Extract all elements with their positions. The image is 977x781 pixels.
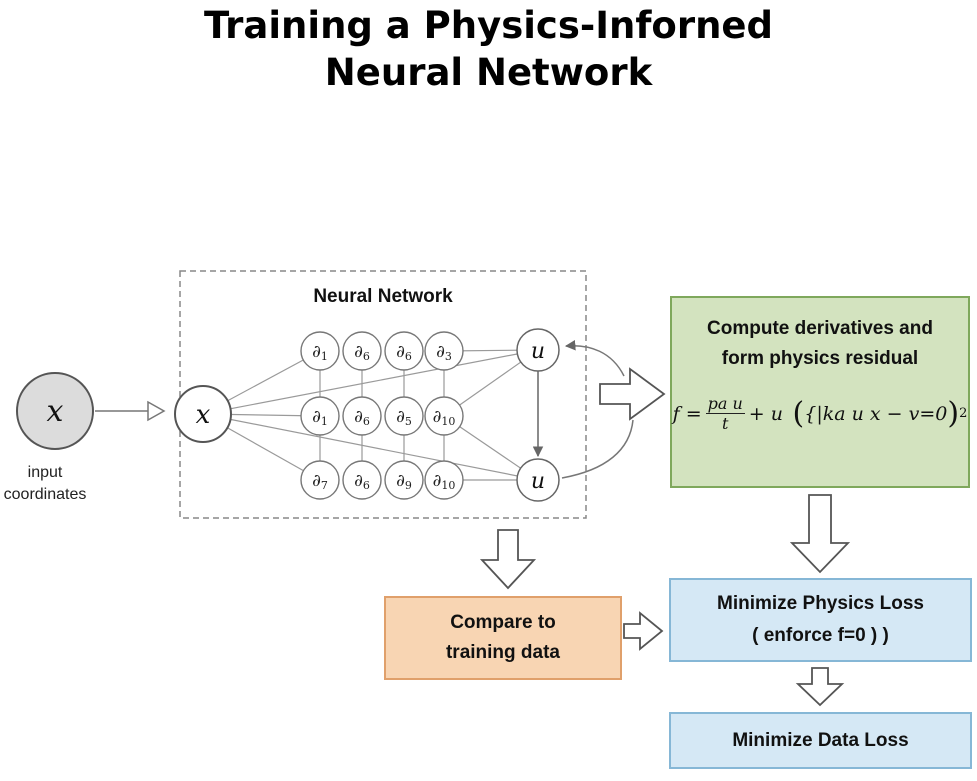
hidden-neuron: ∂10	[424, 460, 464, 500]
physics-loss-line-2: ( enforce f=0 ) )	[752, 625, 889, 646]
input-label-line-1: input	[27, 464, 63, 481]
hidden-neuron-label: ∂9	[396, 471, 412, 492]
hidden-neuron: ∂7	[300, 460, 340, 500]
data-loss-label: Minimize Data Loss	[732, 729, 909, 751]
compare-line-1: Compare to	[450, 612, 556, 633]
hidden-neuron-label: ∂6	[354, 407, 370, 428]
equation-lhs: f =	[672, 402, 702, 425]
hidden-neuron-label: ∂10	[433, 407, 456, 428]
equation-denominator: t	[721, 414, 729, 433]
arrow-network-to-compare	[479, 529, 537, 590]
hidden-neuron-label: ∂6	[354, 342, 370, 363]
network-input-symbol: x	[196, 400, 211, 430]
network-frame	[179, 270, 587, 519]
derivatives-line-1: Compute derivatives and	[707, 318, 933, 339]
arrow-derivatives-to-physics	[789, 494, 851, 574]
derivatives-box: Compute derivatives and form physics res…	[670, 296, 970, 488]
input-arrow	[95, 400, 166, 422]
physics-loss-box: Minimize Physics Loss ( enforce f=0 ) )	[669, 578, 972, 662]
hidden-neuron: ∂1	[300, 396, 340, 436]
input-node	[16, 372, 94, 450]
equation-exponent: 2	[959, 406, 968, 421]
output-neuron-bottom-symbol: u	[531, 469, 545, 494]
diagram-title: Training a Physics-Inforned Neural Netwo…	[0, 2, 977, 96]
edge-input-to-output-top	[202, 349, 539, 415]
equation-middle: + u	[748, 402, 783, 425]
equation-paren-content: {|ka u x − v=0	[804, 402, 948, 425]
input-node-symbol: x	[47, 394, 64, 429]
feedback-curve-bottom	[561, 419, 634, 479]
hidden-neuron: ∂3	[424, 331, 464, 371]
hidden-neuron: ∂10	[424, 396, 464, 436]
data-loss-box: Minimize Data Loss	[669, 712, 972, 769]
hidden-neuron: ∂6	[342, 460, 382, 500]
input-label-line-2: coordinates	[3, 486, 87, 503]
output-neuron-top-symbol: u	[531, 339, 545, 364]
equation-close-paren: )	[947, 396, 960, 431]
arrow-to-derivatives	[599, 367, 666, 421]
hidden-neuron-label: ∂6	[354, 471, 370, 492]
derivatives-line-2: form physics residual	[721, 348, 919, 369]
hidden-neuron-label: ∂1	[312, 342, 328, 363]
physics-loss-line-1: Minimize Physics Loss	[717, 593, 924, 614]
equation-fraction: pa u t	[705, 394, 745, 433]
title-line-1: Training a Physics-Inforned	[203, 4, 774, 47]
hidden-neuron: ∂6	[342, 331, 382, 371]
hidden-neuron-label: ∂10	[433, 471, 456, 492]
equation-open-paren: (	[783, 396, 805, 431]
hidden-neuron: ∂6	[342, 396, 382, 436]
input-label: input coordinates	[0, 462, 90, 506]
physics-equation: f = pa u t + u ( {|ka u x − v=0 ) 2	[673, 394, 968, 433]
hidden-neuron-label: ∂7	[312, 471, 328, 492]
hidden-neuron-label: ∂5	[396, 407, 412, 428]
hidden-neuron: ∂1	[300, 331, 340, 371]
compare-line-2: training data	[445, 642, 560, 663]
hidden-neuron-label: ∂6	[396, 342, 412, 363]
equation-numerator: pa u	[705, 394, 745, 414]
network-label: Neural Network	[313, 286, 453, 307]
hidden-neuron-label: ∂1	[312, 407, 328, 428]
network-input-neuron	[174, 385, 232, 443]
feedback-curve-top	[564, 339, 625, 377]
hidden-neuron-label: ∂3	[436, 342, 452, 363]
output-neuron-bottom	[516, 458, 560, 502]
edge-input-to-output-bottom	[202, 413, 539, 481]
arrow-compare-to-physics	[623, 611, 664, 651]
hidden-neuron: ∂6	[384, 331, 424, 371]
hidden-neuron: ∂5	[384, 396, 424, 436]
hidden-neuron: ∂9	[384, 460, 424, 500]
compare-box: Compare to training data	[384, 596, 622, 680]
title-line-2: Neural Network	[324, 51, 653, 94]
arrow-physics-to-data	[795, 667, 845, 707]
hidden-layer: ∂1 ∂6 ∂6 ∂3 ∂1 ∂6 ∂5 ∂10 ∂7 ∂6 ∂9 ∂10	[300, 331, 464, 500]
